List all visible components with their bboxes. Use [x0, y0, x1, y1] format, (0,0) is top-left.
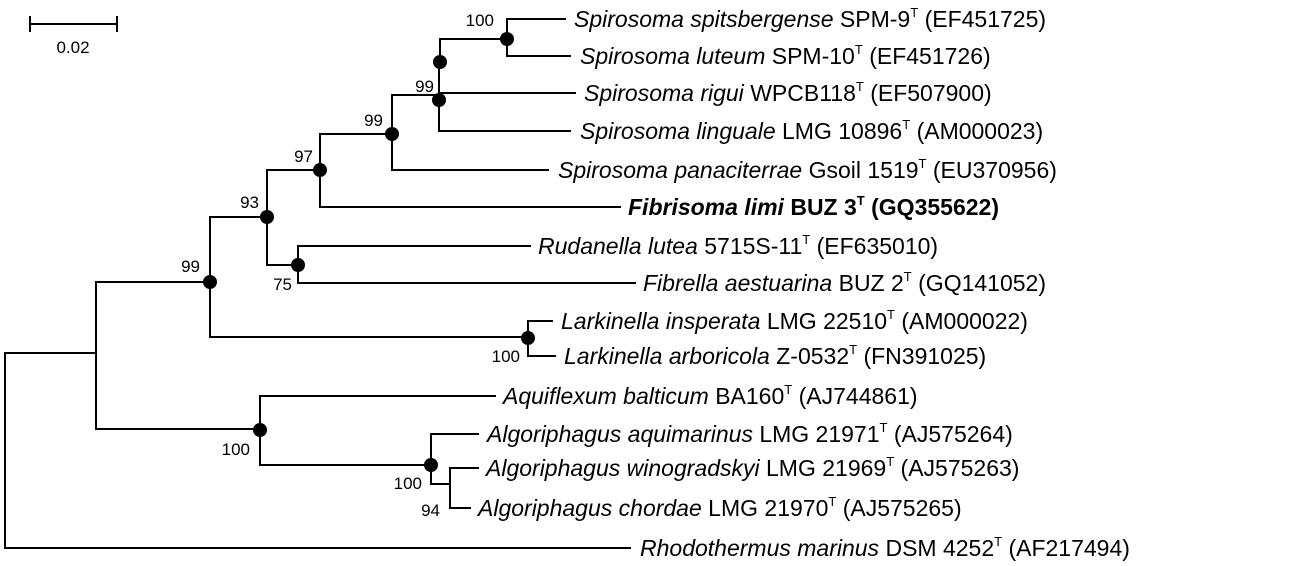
taxon-label: Spirosoma linguale LMG 10896T (AM000023): [580, 117, 1043, 144]
scale-bar-label: 0.02: [56, 38, 89, 57]
node-dot: [424, 458, 438, 472]
node-dot: [253, 423, 267, 437]
bootstrap-value: 100: [492, 347, 520, 366]
bootstrap-nodes: [203, 32, 535, 472]
taxon-label: Spirosoma luteum SPM-10T (EF451726): [580, 42, 991, 69]
node-dot: [433, 55, 447, 69]
scale-bar: 0.02: [29, 16, 118, 57]
bootstrap-value: 99: [181, 257, 200, 276]
bootstrap-value: 100: [222, 440, 250, 459]
taxon-label: Spirosoma spitsbergense SPM-9T (EF451725…: [574, 5, 1046, 32]
bootstrap-value: 97: [294, 147, 313, 166]
bootstrap-values: 100 99 99 97 93 75 99 100 100 100 94: [181, 11, 520, 520]
taxon-label: Larkinella insperata LMG 22510T (AM00002…: [561, 307, 1028, 334]
node-dot: [313, 163, 327, 177]
node-dot: [260, 210, 274, 224]
taxon-label: Algoriphagus chordae LMG 21970T (AJ57526…: [476, 494, 962, 521]
bootstrap-value: 100: [394, 474, 422, 493]
node-dot: [291, 258, 305, 272]
bootstrap-value: 94: [421, 501, 440, 520]
taxon-label: Larkinella arboricola Z-0532T (FN391025): [564, 342, 986, 369]
node-dot: [500, 32, 514, 46]
node-dot: [432, 93, 446, 107]
taxon-label: Fibrella aestuarina BUZ 2T (GQ141052): [643, 269, 1046, 296]
taxon-labels: Spirosoma spitsbergense SPM-9T (EF451725…: [476, 5, 1130, 561]
bootstrap-value: 75: [273, 275, 292, 294]
bootstrap-value: 99: [415, 77, 434, 96]
bootstrap-value: 100: [466, 11, 494, 30]
node-dot: [385, 127, 399, 141]
taxon-label-highlighted: Fibrisoma limi BUZ 3T (GQ355622): [628, 193, 999, 220]
bootstrap-value: 93: [240, 193, 259, 212]
node-dot: [521, 331, 535, 345]
bootstrap-value: 99: [364, 111, 383, 130]
taxon-label: Spirosoma panaciterrae Gsoil 1519T (EU37…: [558, 156, 1057, 183]
node-dot: [203, 275, 217, 289]
taxon-label: Algoriphagus winogradskyi LMG 21969T (AJ…: [484, 454, 1019, 481]
taxon-label: Aquiflexum balticum BA160T (AJ744861): [501, 382, 918, 409]
taxon-label: Rhodothermus marinus DSM 4252T (AF217494…: [640, 534, 1130, 561]
taxon-label: Rudanella lutea 5715S-11T (EF635010): [538, 232, 938, 259]
taxon-label: Spirosoma rigui WPCB118T (EF507900): [584, 79, 992, 106]
taxon-label: Algoriphagus aquimarinus LMG 21971T (AJ5…: [485, 420, 1013, 447]
